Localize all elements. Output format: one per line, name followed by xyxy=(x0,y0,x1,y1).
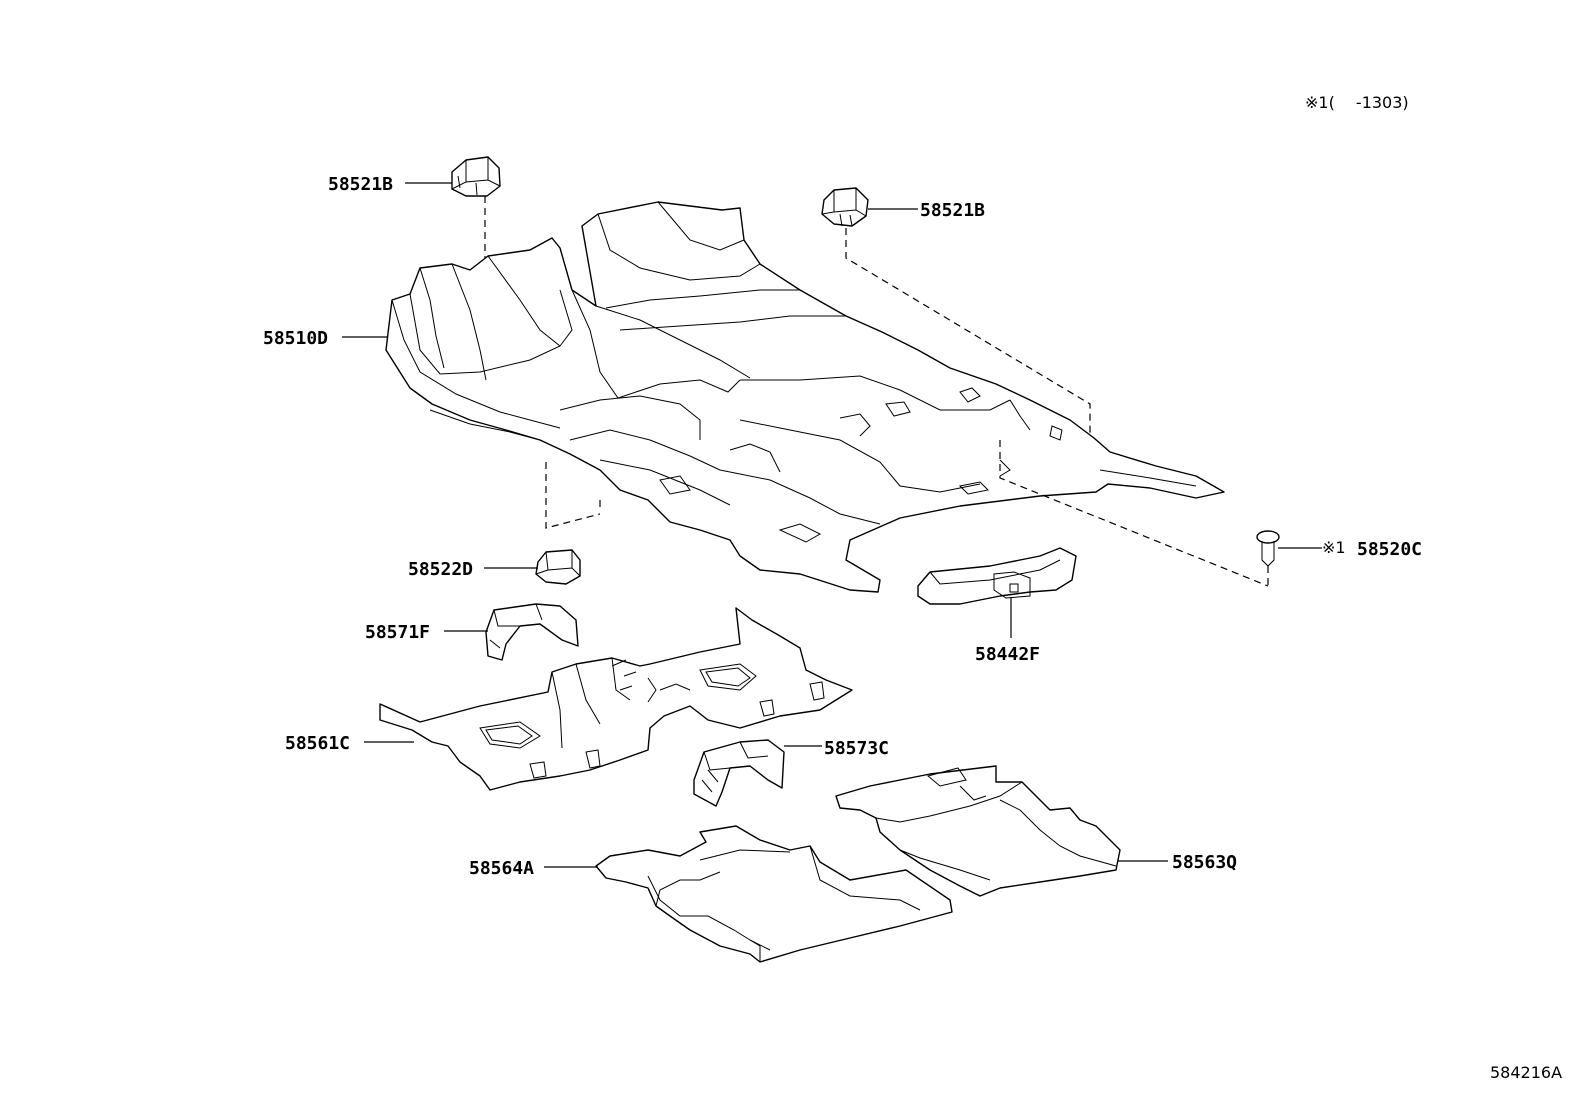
rear-mat-right-part[interactable] xyxy=(835,765,1121,897)
button-clip-marker: ※1 xyxy=(1322,538,1346,557)
clip-left-label[interactable]: 58521B xyxy=(328,174,393,195)
floor-carpet-guide xyxy=(999,440,1269,587)
silencer-front-right-label[interactable]: 58573C xyxy=(824,738,889,759)
rear-mat-right-label[interactable]: 58563Q xyxy=(1172,852,1237,873)
floor-carpet-part[interactable] xyxy=(385,201,1225,593)
clip-lower-label[interactable]: 58522D xyxy=(408,559,473,580)
clip-left-part[interactable] xyxy=(451,156,501,197)
clip-right-label[interactable]: 58521B xyxy=(920,200,985,221)
clip-right-part[interactable] xyxy=(821,187,869,227)
clip-lower-part[interactable] xyxy=(535,549,581,585)
rear-duct-cover-label[interactable]: 58442F xyxy=(975,644,1040,665)
illustration-number: 584216A xyxy=(1490,1063,1562,1082)
applicability-note: ※1( -1303) xyxy=(1305,93,1409,112)
button-clip-label[interactable]: 58520C xyxy=(1357,539,1422,560)
clip-right-guide xyxy=(845,228,1091,445)
silencer-front-left-part[interactable] xyxy=(485,603,579,661)
clip-lower-guide xyxy=(545,462,601,529)
rear-duct-cover-part[interactable] xyxy=(917,547,1077,605)
silencer-front-left-label[interactable]: 58571F xyxy=(365,622,430,643)
button-clip-part[interactable] xyxy=(1256,530,1280,567)
rear-mat-left-part[interactable] xyxy=(595,825,953,963)
floor-carpet-label[interactable]: 58510D xyxy=(263,328,328,349)
floor-silencer-front-part[interactable] xyxy=(379,607,853,791)
floor-silencer-front-label[interactable]: 58561C xyxy=(285,733,350,754)
silencer-front-right-part[interactable] xyxy=(693,739,785,807)
rear-mat-left-label[interactable]: 58564A xyxy=(469,858,534,879)
